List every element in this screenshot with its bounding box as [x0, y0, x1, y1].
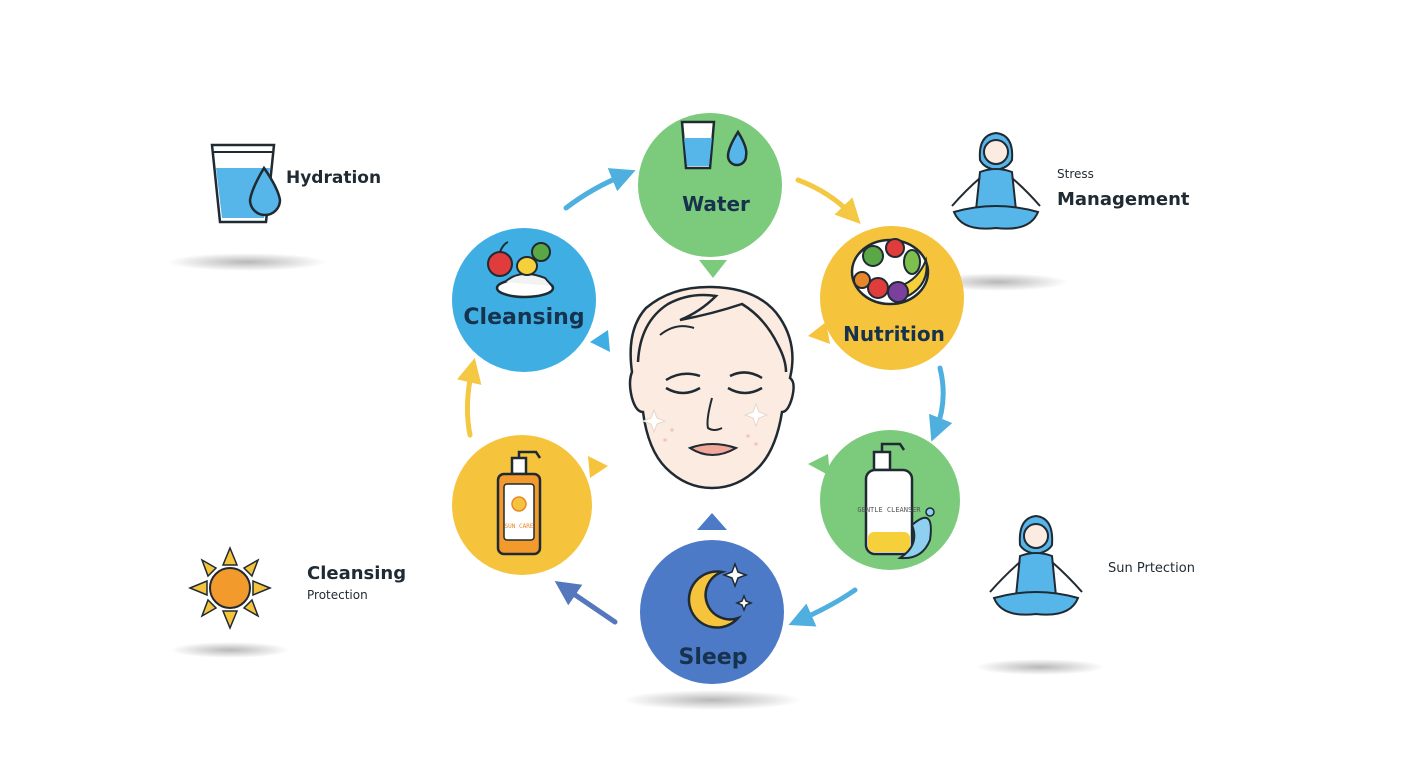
arrow-cleansing-to-water	[563, 168, 636, 211]
pointer-cleansing	[590, 330, 610, 352]
glass-water-icon	[680, 120, 748, 170]
cleanser-bottle-text: GENTLE CLEANSER	[857, 506, 921, 514]
arrow-sleep-to-sunscreen	[554, 580, 618, 625]
water-glass-icon	[210, 143, 282, 224]
cycle-arrows	[457, 168, 953, 627]
sun-care-label-line2: Protection	[307, 588, 368, 602]
stress-label-line2: Management	[1057, 189, 1190, 210]
node-nutrition-label: Nutrition	[843, 322, 945, 346]
node-sunscreen: SUN CARE	[452, 435, 592, 575]
face-icon	[628, 285, 795, 490]
stress-group	[951, 131, 1041, 230]
sun-group	[188, 546, 272, 630]
node-water: Water	[638, 113, 782, 257]
sunscreen-bottle-text: SUN CARE	[505, 523, 534, 530]
pointer-sunscreen	[588, 456, 608, 478]
node-cleanser: GENTLE CLEANSER	[820, 430, 960, 570]
arrow-water-to-nutrition	[795, 177, 861, 225]
arrow-nutrition-to-cleanser	[929, 365, 953, 442]
hydration-label: Hydration	[286, 168, 382, 188]
sun-protection-label: Sun Prtection	[1108, 561, 1195, 576]
food-plate-icon	[487, 241, 555, 299]
pointer-sleep	[697, 513, 727, 530]
arrow-cleanser-to-sleep	[788, 587, 858, 627]
sun-care-label-line1: Cleansing	[307, 563, 407, 584]
meditation-icon	[951, 131, 1041, 230]
pointer-cleanser	[808, 454, 830, 476]
node-cleansing-label: Cleansing	[463, 305, 584, 330]
meditation-icon	[989, 514, 1083, 616]
hydration-group	[210, 143, 282, 224]
moon-stars-icon	[687, 561, 754, 629]
node-sleep: Sleep	[640, 540, 784, 684]
pointer-nutrition	[808, 322, 830, 344]
shadows	[167, 253, 1105, 710]
sun-protection-group	[989, 514, 1083, 616]
sunscreen-bottle-icon: SUN CARE	[496, 450, 542, 556]
node-sleep-label: Sleep	[679, 645, 748, 670]
arrow-sunscreen-to-cleansing	[457, 357, 482, 438]
node-cleansing: Cleansing	[452, 228, 596, 372]
pointer-water	[699, 260, 727, 278]
sun-icon	[188, 546, 272, 630]
cleanser-bottle-icon: GENTLE CLEANSER	[857, 442, 935, 560]
inner-pointers	[588, 260, 830, 530]
node-water-label: Water	[682, 192, 750, 216]
stress-label-line1: Stress	[1057, 167, 1094, 181]
fruit-plate-icon	[850, 238, 930, 306]
node-nutrition: Nutrition	[820, 226, 964, 370]
